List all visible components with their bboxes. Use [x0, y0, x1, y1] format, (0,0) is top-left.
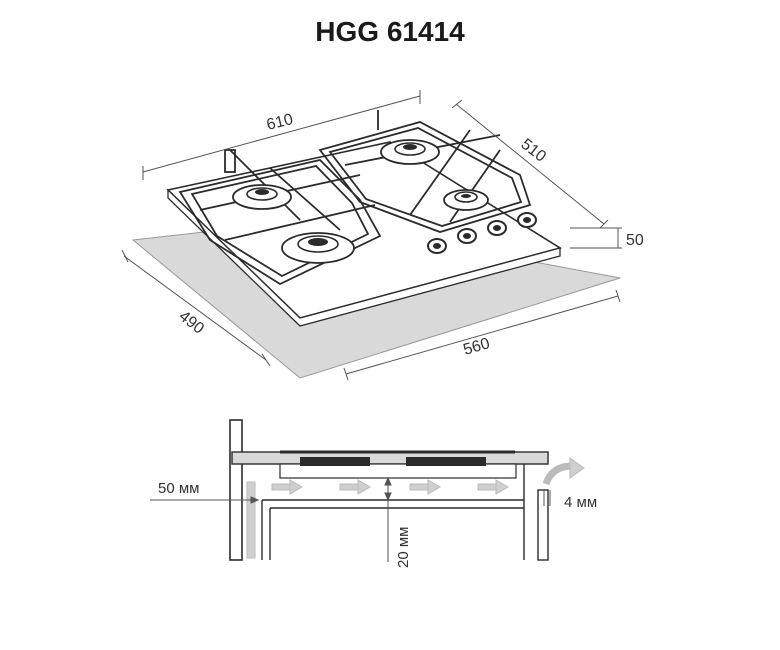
exhaust-arrow-icon: [542, 457, 585, 486]
dimension-cutout-depth: [121, 249, 271, 367]
gap-below-dimension: [384, 476, 392, 562]
dimension-width: [142, 90, 421, 180]
hob-front-edge: [167, 188, 561, 327]
gap-right-dimension: [543, 490, 551, 506]
dimension-height: [570, 227, 622, 249]
width-label: 610: [265, 111, 295, 134]
burner-section-left: [300, 457, 370, 466]
cabinet-wall-left: [229, 419, 243, 561]
cabinet-wall-right: [537, 489, 549, 561]
burner-right-rear: [380, 139, 440, 165]
knob-4-icon: [517, 212, 537, 228]
hob-isometric-view: 610 510 50 490: [121, 90, 644, 381]
gap-left-label: 50 мм: [158, 480, 199, 497]
burner-section-right: [406, 457, 486, 466]
cutout-depth-label: 490: [176, 308, 208, 338]
gap-right-label: 4 мм: [564, 494, 597, 511]
worktop: [231, 451, 549, 465]
control-knobs: [427, 212, 537, 254]
depth-label: 510: [518, 136, 550, 166]
dimension-depth: [451, 99, 609, 229]
dimension-cutout-width: [343, 289, 621, 381]
knob-3-icon: [487, 220, 507, 236]
gap-left-dimension: [150, 496, 260, 504]
burner-left-rear: [232, 184, 292, 210]
burner-small-right: [443, 189, 489, 211]
hob-section-body: [279, 463, 517, 479]
height-label: 50: [626, 232, 644, 249]
airflow-vertical-left: [246, 481, 256, 559]
knob-1-icon: [427, 238, 447, 254]
burner-large-front: [281, 232, 355, 264]
installation-section-view: 50 мм 4 мм 20 мм: [150, 419, 597, 568]
gap-below-label: 20 мм: [395, 527, 412, 568]
model-title: HGG 61414: [315, 16, 465, 47]
oven-outline: [261, 499, 524, 560]
knob-2-icon: [457, 228, 477, 244]
cutout-width-label: 560: [461, 335, 491, 359]
airflow-arrows: [246, 479, 509, 559]
